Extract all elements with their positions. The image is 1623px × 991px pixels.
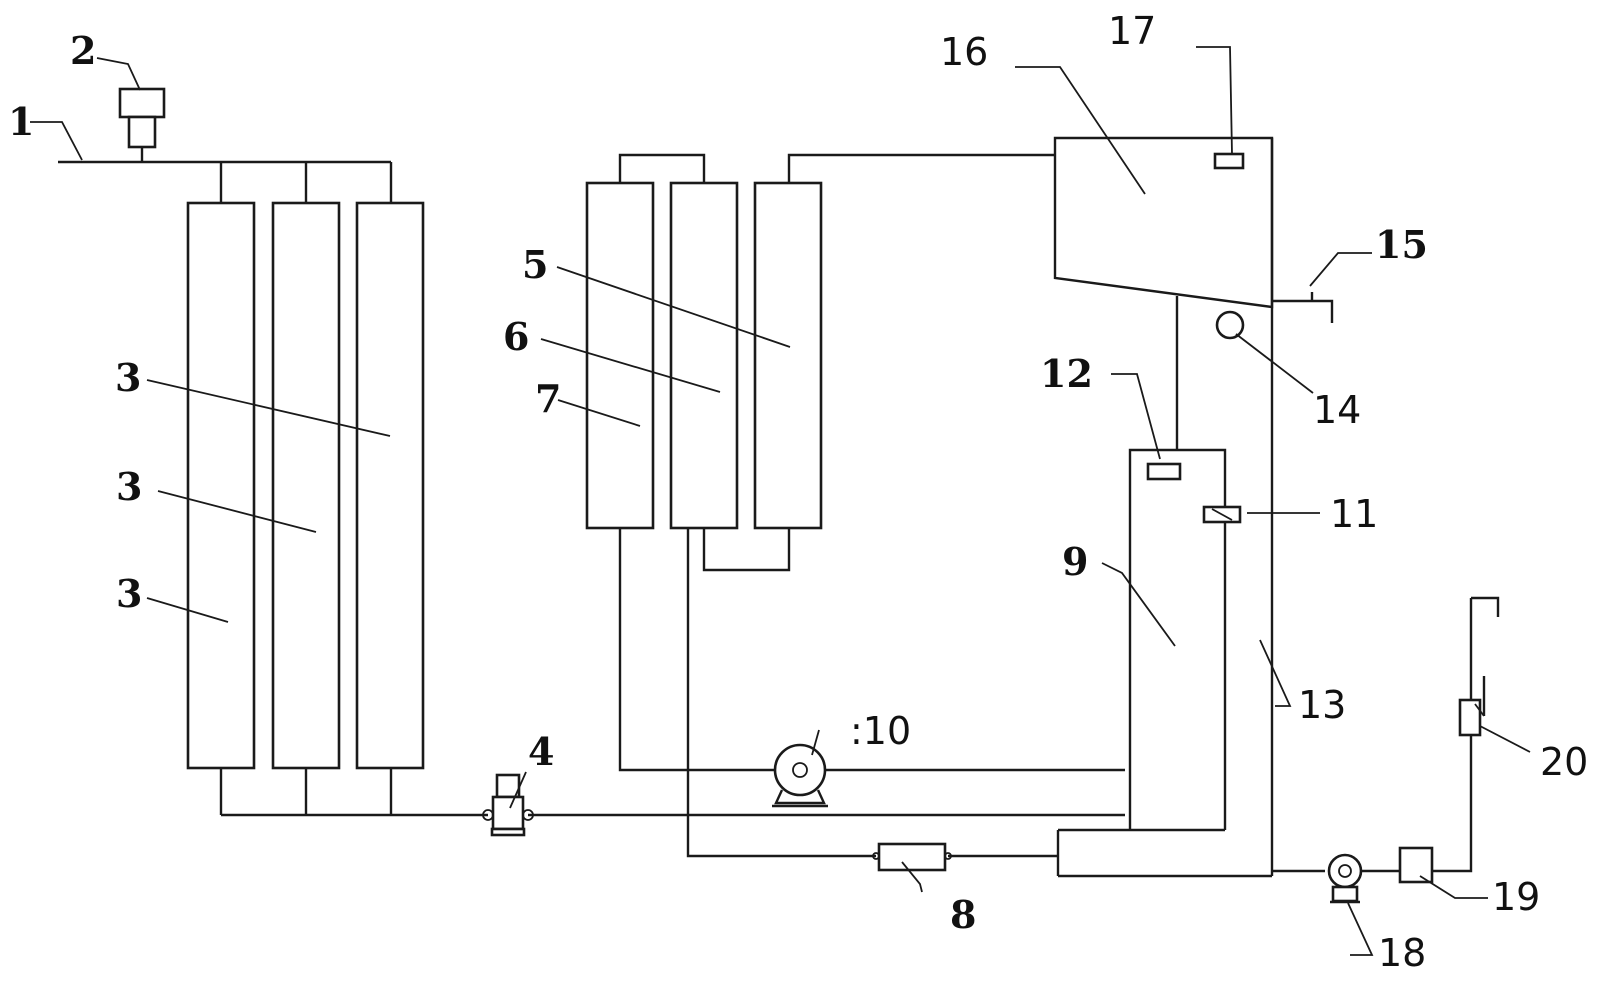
inlet-pipe xyxy=(58,148,393,203)
vessel-13 xyxy=(1056,138,1274,878)
tap-20 xyxy=(1458,676,1486,737)
label-18: 18 xyxy=(1378,931,1426,975)
adsorption-columns xyxy=(186,201,425,770)
column-5 xyxy=(753,181,823,530)
label-1: 1 xyxy=(8,99,34,144)
column-3 xyxy=(355,201,425,770)
tank-16 xyxy=(1053,136,1274,309)
label-20: 20 xyxy=(1540,740,1588,784)
column-1 xyxy=(186,201,256,770)
label-5: 5 xyxy=(522,242,548,287)
label-16: 16 xyxy=(940,30,988,74)
label-4: 4 xyxy=(528,729,554,774)
label-3a: 3 xyxy=(115,355,141,400)
label-19: 19 xyxy=(1492,875,1540,919)
label-3c: 3 xyxy=(116,571,142,616)
label-15: 15 xyxy=(1375,222,1428,267)
label-8: 8 xyxy=(950,892,976,937)
label-3b: 3 xyxy=(116,464,142,509)
outlet-15 xyxy=(1272,292,1334,323)
filter-columns xyxy=(585,153,1125,858)
pump-18 xyxy=(1327,853,1363,904)
heater-8 xyxy=(872,842,952,872)
filter-19 xyxy=(1398,846,1434,884)
label-12: 12 xyxy=(1040,351,1093,396)
column-6 xyxy=(669,181,739,530)
leader-lines xyxy=(30,46,1531,956)
sensor-17 xyxy=(1213,152,1245,170)
label-13: 13 xyxy=(1298,683,1346,727)
label-17: 17 xyxy=(1108,9,1156,53)
labels: 1 2 3 3 3 4 5 6 7 8 9 :10 11 12 13 14 15… xyxy=(8,9,1588,975)
label-7: 7 xyxy=(535,376,561,421)
tank-9 xyxy=(1128,448,1242,832)
label-2: 2 xyxy=(70,28,96,73)
label-6: 6 xyxy=(503,314,529,359)
label-11: 11 xyxy=(1330,492,1378,536)
label-9: 9 xyxy=(1062,539,1088,584)
outlet-line xyxy=(1272,596,1500,873)
label-10: :10 xyxy=(850,709,911,753)
pressure-gauge xyxy=(118,87,166,149)
pump-10 xyxy=(772,743,828,808)
valve-4 xyxy=(482,773,534,837)
bottom-manifold xyxy=(219,768,1125,817)
column-2 xyxy=(271,201,341,770)
label-14: 14 xyxy=(1313,388,1361,432)
gauge-14 xyxy=(1215,310,1245,340)
sensor-12 xyxy=(1146,462,1182,481)
